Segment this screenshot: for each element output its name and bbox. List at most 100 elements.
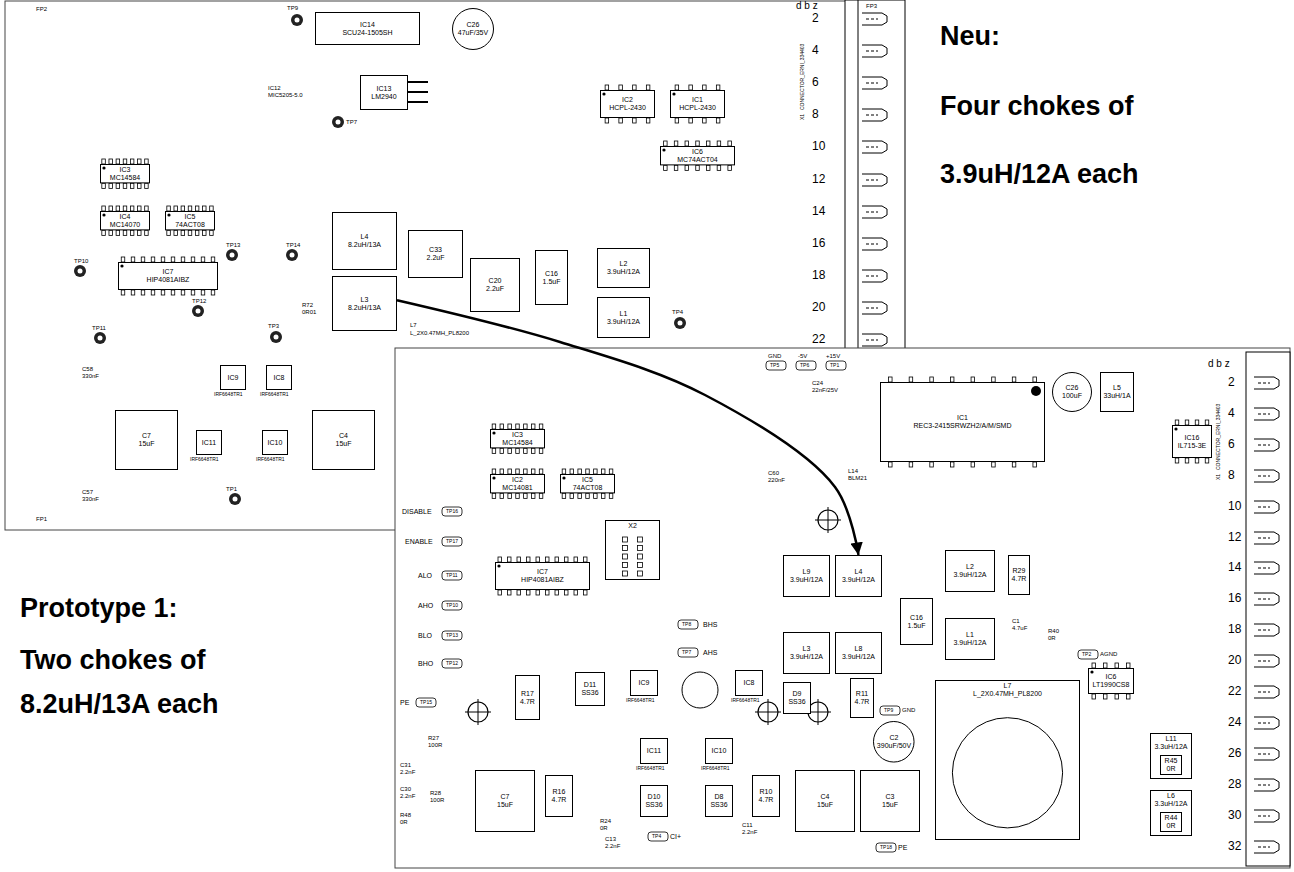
part-text-line: 4.7R xyxy=(520,698,535,706)
part-label: C11 xyxy=(742,822,753,829)
part-text: C161.5uF xyxy=(543,270,561,285)
ic-pin xyxy=(1185,420,1189,425)
test-point-label: TP17 xyxy=(446,539,458,545)
part-text-line: IC16 xyxy=(1185,434,1200,442)
part-text-line: L8 xyxy=(855,645,863,653)
part-text-line: IC6 xyxy=(692,148,703,156)
test-point-label: TP15 xyxy=(420,700,432,706)
part-text: R174.7R xyxy=(520,690,535,705)
ic-pin xyxy=(1033,377,1037,382)
part-text-line: 0R xyxy=(1167,765,1176,773)
ic-pin xyxy=(492,494,496,499)
ic-pin xyxy=(703,85,707,90)
part-border xyxy=(784,556,830,597)
ic-pin xyxy=(706,141,710,146)
ic-pin xyxy=(562,469,566,474)
ic-pin xyxy=(674,166,678,171)
test-point-label: TP11 xyxy=(92,325,106,332)
ic-pin xyxy=(664,166,668,171)
part-text: L43.9uH/12A xyxy=(842,568,875,583)
pin1-dot xyxy=(102,213,105,216)
component-box: L48.2uH/13A xyxy=(332,212,397,270)
part-text-line: 3.9uH/12A xyxy=(607,268,640,276)
callout-text: Neu: xyxy=(940,22,1000,52)
part-label: FP2 xyxy=(36,6,47,13)
part-text-line: 3.3uH/12A xyxy=(1154,743,1187,751)
part-text-line: MC14584 xyxy=(110,174,140,182)
pin-number: 4 xyxy=(812,44,819,57)
part-label: 0R xyxy=(600,825,608,832)
ic-pin xyxy=(531,424,535,429)
part-label: 220nF xyxy=(768,477,785,484)
part-border xyxy=(1151,791,1192,836)
ic-pin xyxy=(633,118,637,123)
ic-pin xyxy=(646,85,650,90)
component-box: IC11 xyxy=(196,430,222,455)
ic-pin xyxy=(584,590,588,595)
pin-number: 22 xyxy=(812,333,825,346)
test-point-label: TP13 xyxy=(446,633,458,639)
ic-pin xyxy=(138,230,142,235)
part-text: L23.9uH/12A xyxy=(953,563,986,578)
ic-pin xyxy=(508,557,512,562)
part-text-line: C7 xyxy=(501,793,510,801)
part-label: R72 xyxy=(302,302,313,309)
part-text-line: R44 xyxy=(1165,814,1178,822)
part-text-line: IC10 xyxy=(712,747,727,755)
part-text-line: D9 xyxy=(793,690,802,698)
part-border xyxy=(491,430,545,448)
part-text-line: X2 xyxy=(628,522,637,530)
ic-pin xyxy=(696,141,700,146)
part-label: X1 xyxy=(1216,474,1222,480)
part-label: 2.2nF xyxy=(742,829,757,836)
part-border xyxy=(536,251,568,305)
ic-pin xyxy=(531,494,535,499)
ic-pin xyxy=(674,141,678,146)
part-text: L63.3uH/12A xyxy=(1154,792,1187,807)
part-border xyxy=(836,633,882,674)
part-text-line: IC6 xyxy=(1106,673,1117,681)
ic-pin xyxy=(619,118,623,123)
component-box: C161.5uF xyxy=(900,598,933,645)
part-text: C415uF xyxy=(336,432,352,447)
inductor-footprint: L7L_2X0.47MH_PL8200 xyxy=(935,680,1080,840)
signal-name: -5V xyxy=(798,353,807,360)
part-label: IRF6648TR1 xyxy=(214,392,243,398)
ic-pin xyxy=(211,257,215,262)
connector-body xyxy=(845,0,905,352)
part-text-line: L11 xyxy=(1165,735,1176,743)
ic-pin xyxy=(498,590,502,595)
ic-pin xyxy=(527,557,531,562)
component-box: R294.7R xyxy=(1008,555,1030,595)
part-border xyxy=(221,366,246,390)
part-label: 4.7uF xyxy=(1012,625,1027,632)
ic-pin xyxy=(181,290,185,295)
header-pin xyxy=(638,571,643,576)
ic-pin xyxy=(188,206,192,211)
component-box: L533uH/1A xyxy=(1100,372,1134,412)
pin-number: 30 xyxy=(1228,809,1241,822)
ic-pin xyxy=(601,494,605,499)
part-label: C60 xyxy=(768,470,779,477)
ic-pin xyxy=(123,184,127,189)
ic-pin xyxy=(609,494,613,499)
ic-pin xyxy=(123,159,127,164)
header-pin xyxy=(623,554,628,559)
part-text-line: 100uF xyxy=(1062,392,1082,400)
header-pin xyxy=(638,546,643,551)
part-text-line: 3.9uH/12A xyxy=(790,576,823,584)
test-point-label: TP11 xyxy=(446,573,458,579)
part-text-line: SS36 xyxy=(710,801,727,809)
header-pin xyxy=(638,554,643,559)
part-label: MIC5205-5.0 xyxy=(268,92,303,99)
pin-number: 8 xyxy=(812,108,819,121)
capacitor-footprint xyxy=(682,672,718,708)
ic-pin xyxy=(109,230,113,235)
component-box: C715uF xyxy=(475,770,535,832)
pin-number: 26 xyxy=(1228,747,1241,760)
ic-pin xyxy=(664,141,668,146)
part-label: d b z xyxy=(1208,358,1230,369)
part-text: D8SS36 xyxy=(710,793,727,808)
part-border xyxy=(267,366,292,390)
part-border xyxy=(1151,734,1192,779)
